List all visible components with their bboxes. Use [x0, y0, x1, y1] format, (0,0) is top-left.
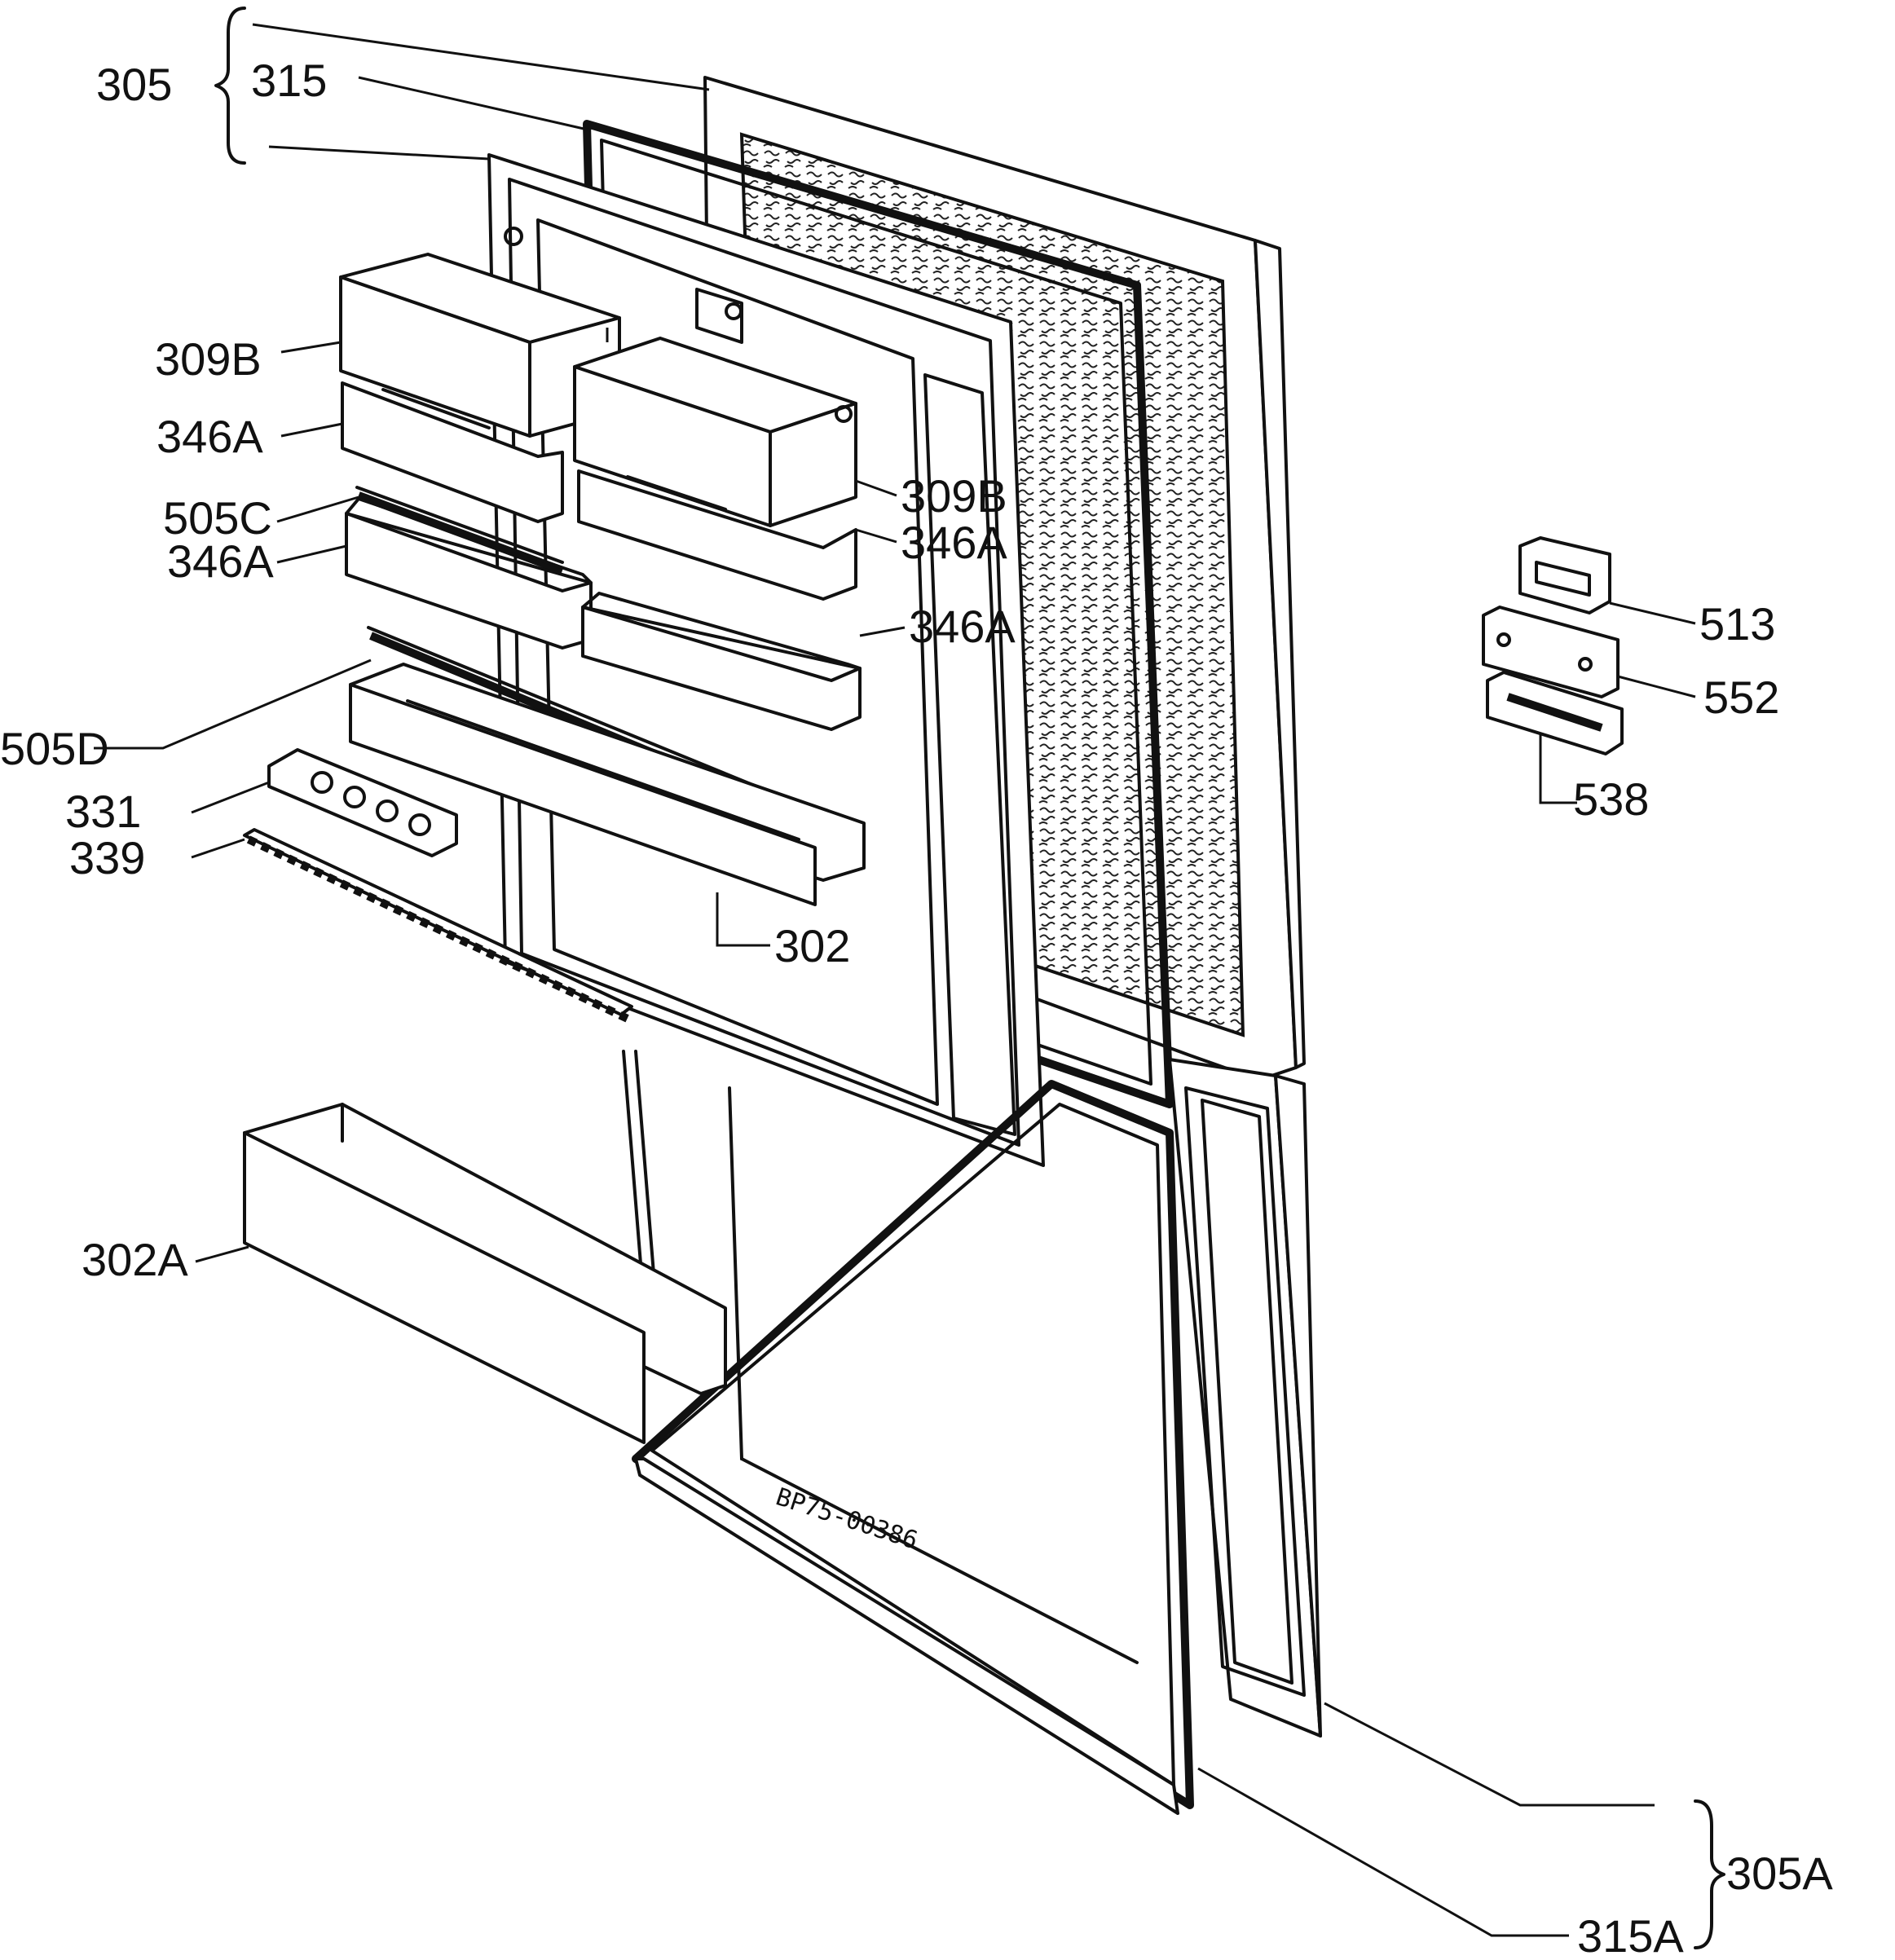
- callout-346a-4: 346A: [909, 601, 1016, 652]
- callout-538: 538: [1573, 773, 1649, 825]
- callout-346a-1: 346A: [156, 411, 263, 462]
- leader-lines: [94, 23, 1696, 1937]
- callout-labels: 305 315 309B 346A 505C 346A 309B 346A 34…: [0, 55, 1833, 1960]
- callout-331: 331: [65, 786, 141, 837]
- callout-513: 513: [1699, 598, 1775, 650]
- part-346a-shelf-2: [577, 469, 857, 601]
- part-302a-bottle-shelf: [243, 1103, 727, 1444]
- drawing-number: BP75-00386: [773, 1482, 922, 1555]
- callout-346a-3: 346A: [901, 517, 1007, 568]
- part-538-hinge-base: [1486, 671, 1624, 755]
- lower-gasket: [632, 1080, 1194, 1809]
- callout-302a: 302A: [82, 1234, 188, 1285]
- callout-505c: 505C: [163, 492, 272, 544]
- brace-305: [214, 7, 246, 165]
- callout-339: 339: [69, 832, 145, 883]
- part-346a-shelf-4: [581, 592, 862, 731]
- callout-305a: 305A: [1726, 1848, 1833, 1899]
- callout-505d: 505D: [0, 723, 109, 774]
- part-309b-right-box: [573, 337, 857, 527]
- callout-346a-2: 346A: [167, 535, 274, 587]
- callout-309b-right: 309B: [901, 470, 1007, 522]
- part-513-hinge-cap: [1518, 536, 1611, 614]
- lower-outer-door-panel: [1168, 1058, 1322, 1738]
- callout-302: 302: [774, 920, 850, 971]
- part-331-egg-tray: [267, 748, 458, 857]
- part-346a-shelf-1: [341, 381, 564, 523]
- callout-315: 315: [251, 55, 327, 106]
- callout-552: 552: [1703, 672, 1779, 723]
- callout-315a: 315A: [1577, 1910, 1684, 1956]
- brace-305a: [1694, 1799, 1725, 1949]
- lower-inner-liner: [622, 1050, 1179, 1815]
- part-552-hinge-plate: [1482, 606, 1620, 698]
- part-339-rail: [243, 828, 633, 1023]
- part-302-shelf: [349, 663, 866, 906]
- callout-305: 305: [96, 59, 172, 110]
- callout-309b-left: 309B: [155, 333, 262, 385]
